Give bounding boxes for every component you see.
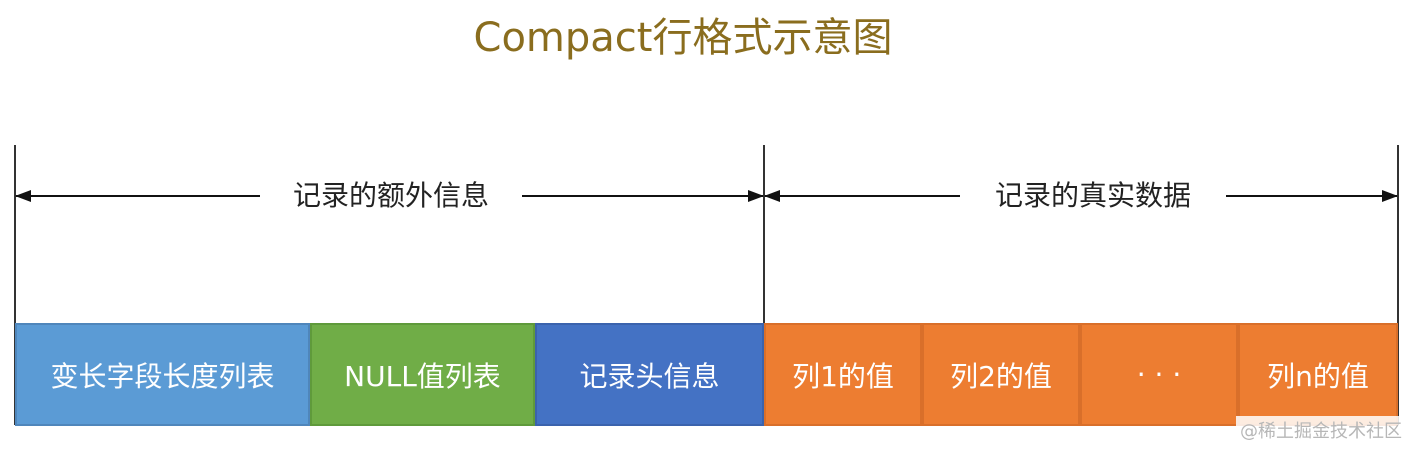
variable-length-list-label: 变长字段长度列表	[50, 359, 275, 393]
real-data-label: 记录的真实数据	[962, 174, 1224, 218]
column-2-value-cell: 列2的值	[922, 323, 1080, 426]
diagram-title: Compact行格式示意图	[473, 15, 893, 61]
ellipsis-cell: · · ·	[1080, 323, 1238, 426]
ellipsis-label: · · ·	[1136, 358, 1182, 391]
watermark: @稀土掘金技术社区	[1236, 416, 1406, 444]
column-1-value-cell: 列1的值	[764, 323, 922, 426]
column-n-value-label: 列n的值	[1267, 359, 1369, 393]
column-2-value-label: 列2的值	[950, 359, 1052, 393]
variable-length-list-cell: 变长字段长度列表	[15, 323, 310, 426]
column-1-value-label: 列1的值	[792, 359, 894, 393]
record-header-label: 记录头信息	[579, 359, 720, 393]
record-header-cell: 记录头信息	[535, 323, 764, 426]
null-value-list-cell: NULL值列表	[310, 323, 535, 426]
null-value-list-label: NULL值列表	[344, 359, 501, 393]
column-n-value-cell: 列n的值	[1238, 323, 1398, 426]
extra-info-label: 记录的额外信息	[262, 174, 520, 218]
